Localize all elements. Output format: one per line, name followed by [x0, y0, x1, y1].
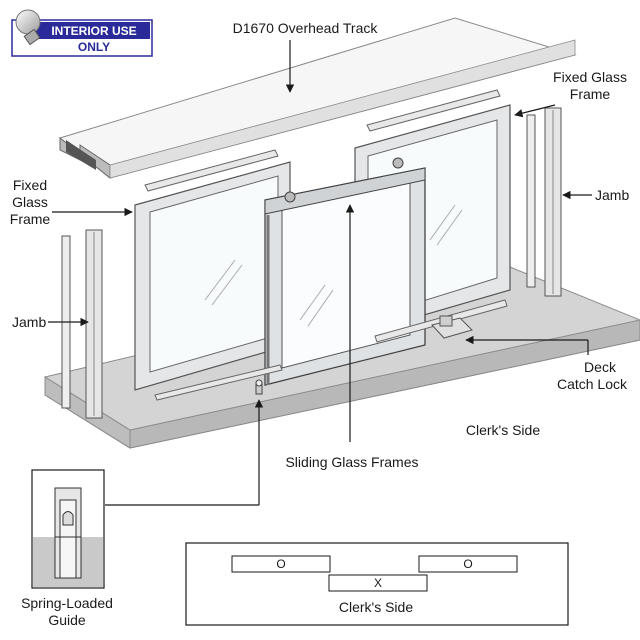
label-spring-loaded-guide-line2: Guide [48, 612, 86, 628]
label-fixed-glass-frame-right-line2: Frame [570, 86, 611, 102]
interior-use-badge: INTERIOR USE ONLY [11, 9, 153, 57]
light-bulb-icon [15, 9, 41, 46]
label-deck-catch-lock-line1: Deck [584, 359, 617, 375]
badge-line-1: INTERIOR USE [51, 24, 136, 38]
label-fixed-glass-frame-left-line1: Fixed [13, 177, 47, 193]
head-rails [144, 89, 501, 192]
label-fixed-glass-frame-left-line3: Frame [10, 211, 51, 227]
callout-arrows [48, 40, 592, 506]
label-jamb-left: Jamb [12, 314, 46, 330]
spring-loaded-guide-detail [31, 469, 105, 589]
plan-view: O O X Clerk's Side [185, 542, 569, 626]
deck-catch-lock [431, 315, 473, 339]
fixed-glass-frame-left [134, 161, 291, 391]
label-overhead-track: D1670 Overhead Track [233, 20, 379, 36]
overhead-track [58, 17, 577, 180]
plan-clerks-side-caption: Clerk's Side [339, 599, 413, 615]
label-fixed-glass-frame-left-line2: Glass [12, 194, 48, 210]
label-fixed-glass-frame-right-line1: Fixed Glass [553, 69, 627, 85]
spring-guide-pin [255, 379, 263, 395]
badge-line-2: ONLY [78, 40, 110, 54]
jamb-right [526, 107, 562, 297]
label-spring-loaded-guide-line1: Spring-Loaded [21, 595, 113, 611]
label-clerks-side-deck: Clerk's Side [466, 422, 540, 438]
sliding-glass-frame [264, 157, 426, 386]
label-sliding-glass-frames: Sliding Glass Frames [285, 454, 418, 470]
plan-sliding-mark: X [374, 576, 382, 590]
label-jamb-right: Jamb [595, 187, 629, 203]
plan-fixed-left-mark: O [276, 557, 285, 571]
label-deck-catch-lock-line2: Catch Lock [557, 376, 628, 392]
plan-fixed-right-mark: O [463, 557, 472, 571]
